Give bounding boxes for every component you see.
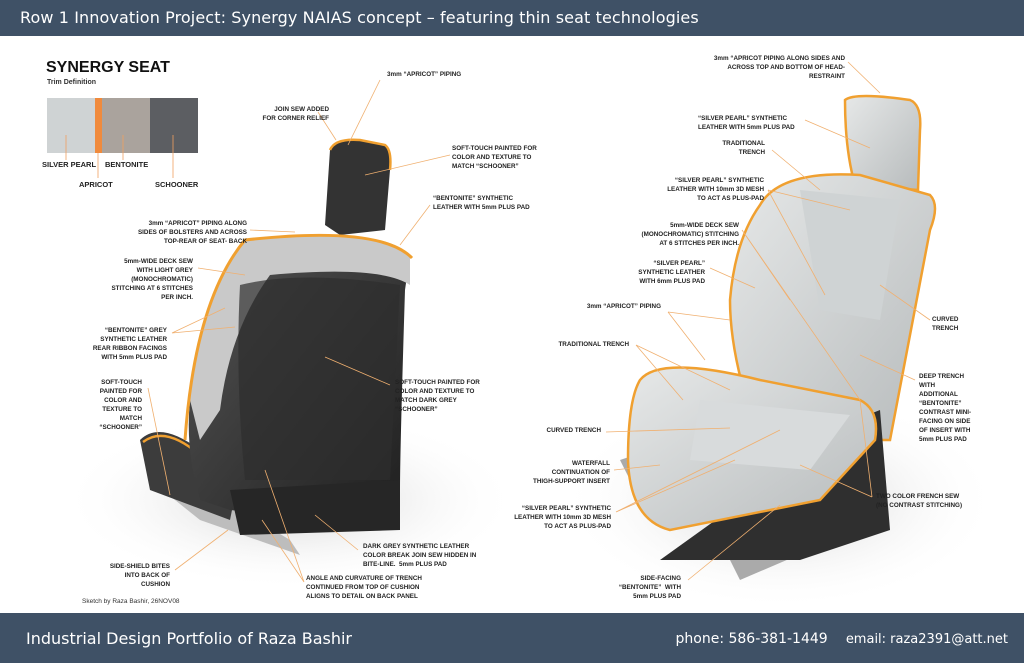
portfolio-title: Industrial Design Portfolio of Raza Bash… bbox=[26, 629, 353, 648]
trim-title: SYNERGY SEAT bbox=[46, 59, 170, 76]
callout: 3mm “APRICOT PIPING ALONG SIDES AND ACRO… bbox=[713, 55, 845, 80]
callout: SOFT-TOUCH PAINTED FOR COLOR AND TEXTURE… bbox=[395, 379, 480, 413]
email-text: email: raza2391@att.net bbox=[845, 632, 1008, 647]
header-bar: Row 1 Innovation Project: Synergy NAIAS … bbox=[0, 0, 1024, 36]
callout: “BENTONITE” SYNTHETIC LEATHER WITH 5mm P… bbox=[433, 195, 530, 211]
callout: 3mm “APRICOT” PIPING bbox=[586, 303, 661, 310]
swatch-label-schooner: SCHOONER bbox=[155, 180, 199, 189]
swatch-silver-pearl bbox=[47, 98, 95, 153]
trim-subtitle: Trim Definition bbox=[47, 79, 96, 86]
phone-text: phone: 586-381-1449 bbox=[675, 631, 828, 647]
callout: “SILVER PEARL” SYNTHETIC LEATHER WITH 10… bbox=[667, 177, 764, 202]
callout: SIDE-SHIELD BITES INTO BACK OF CUSHION bbox=[109, 563, 170, 588]
callout: TRADITIONAL TRENCH bbox=[722, 140, 765, 156]
sketch-credit: Sketch by Raza Bashir, 26NOV08 bbox=[82, 598, 180, 605]
callout: SOFT-TOUCH PAINTED FOR COLOR AND TEXTURE… bbox=[452, 145, 537, 170]
callout: CURVED TRENCH bbox=[546, 427, 601, 434]
swatch-label-apricot: APRICOT bbox=[79, 180, 113, 189]
swatch-label-bentonite: BENTONITE bbox=[105, 160, 149, 169]
swatch-apricot bbox=[95, 98, 102, 153]
contact-info: phone: 586-381-1449 email: raza2391@att.… bbox=[676, 631, 1008, 647]
callout: “SILVER PEARL” SYNTHETIC LEATHER WITH 10… bbox=[514, 505, 611, 530]
callout: “SILVER PEARL” SYNTHETIC LEATHER WITH 5m… bbox=[698, 115, 795, 131]
callout: CURVED TRENCH bbox=[932, 316, 959, 332]
right-seat-illustration bbox=[560, 94, 1000, 610]
left-seat-illustration bbox=[60, 138, 520, 590]
callout: SOFT-TOUCH PAINTED FOR COLOR AND TEXTURE… bbox=[99, 379, 142, 431]
callout: 5mm-WIDE DECK SEW (MONOCHROMATIC) STITCH… bbox=[641, 222, 739, 247]
callout: JOIN SEW ADDED FOR CORNER RELIEF bbox=[262, 106, 329, 122]
callout: SIDE-FACING “BENTONITE” WITH 5mm PLUS PA… bbox=[618, 575, 681, 600]
callout: DEEP TRENCH WITH ADDITIONAL “BENTONITE” … bbox=[919, 373, 972, 443]
callout: 3mm “APRICOT” PIPING bbox=[387, 71, 462, 78]
callout: “SILVER PEARL” SYNTHETIC LEATHER WITH 6m… bbox=[638, 260, 705, 285]
swatch-label-silver-pearl: SILVER PEARL bbox=[42, 160, 97, 169]
callout: DARK GREY SYNTHETIC LEATHER COLOR BREAK … bbox=[363, 543, 477, 568]
callout: WATERFALL CONTINUATION OF THIGH-SUPPORT … bbox=[533, 460, 610, 485]
callout: TWO COLOR FRENCH SEW (NO CONTRAST STITCH… bbox=[876, 493, 963, 509]
callout: ANGLE AND CURVATURE OF TRENCH CONTINUED … bbox=[306, 575, 422, 600]
swatch-bentonite bbox=[102, 98, 150, 153]
leader-lines bbox=[147, 61, 931, 583]
swatch-schooner bbox=[150, 98, 198, 153]
footer-bar: Industrial Design Portfolio of Raza Bash… bbox=[0, 613, 1024, 663]
callout: TRADITIONAL TRENCH bbox=[558, 341, 629, 348]
callout: 5mm-WIDE DECK SEW WITH LIGHT GREY (MONOC… bbox=[111, 258, 193, 301]
callout: “BENTONITE” GREY SYNTHETIC LEATHER REAR … bbox=[92, 327, 167, 361]
callout: 3mm “APRICOT” PIPING ALONG SIDES OF BOLS… bbox=[137, 220, 247, 245]
page-title: Row 1 Innovation Project: Synergy NAIAS … bbox=[20, 8, 699, 27]
